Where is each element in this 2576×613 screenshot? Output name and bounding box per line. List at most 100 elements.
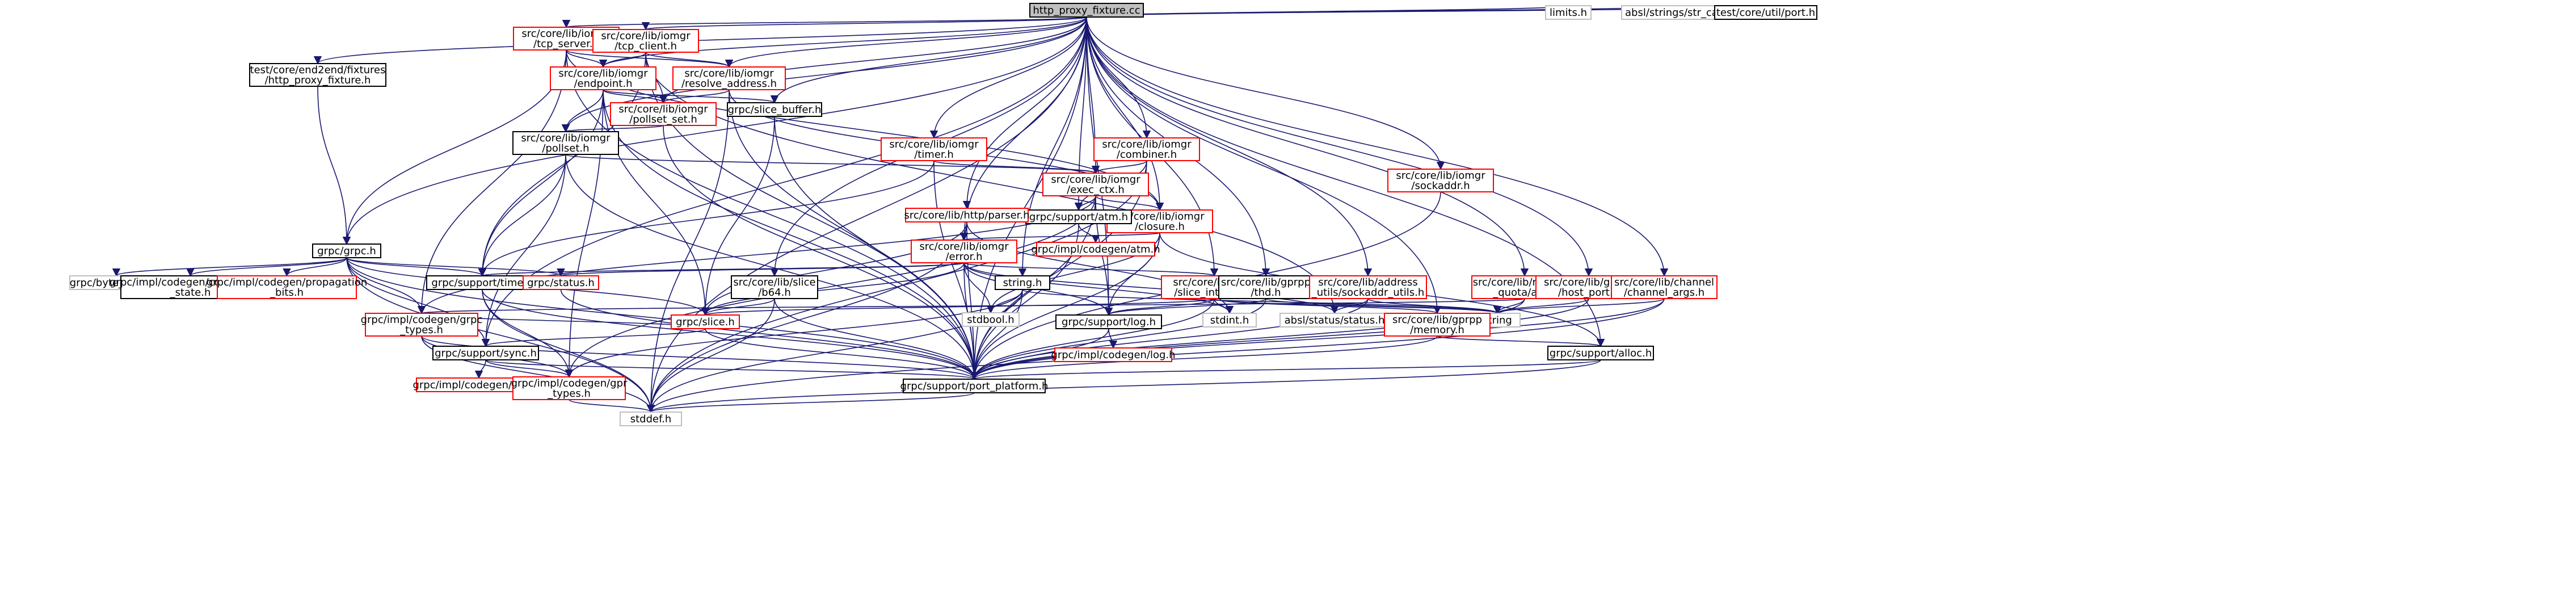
node-propagation-bits[interactable]: grpc/impl/codegen/propagation_bits.h [207, 275, 367, 299]
node-label-line: /http_proxy_fixture.h [265, 74, 371, 86]
node-label-line: /endpoint.h [574, 78, 632, 90]
node-atm[interactable]: grpc/support/atm.h [1025, 209, 1132, 224]
node-box [911, 240, 1017, 263]
node-string-h[interactable]: string.h [995, 275, 1050, 290]
node-box [727, 102, 822, 117]
node-alloc[interactable]: grpc/support/alloc.h [1547, 346, 1654, 360]
edge-root-to-slice_buffer [770, 16, 1087, 104]
edge-thd-to-string [1265, 298, 1501, 314]
node-slice-h[interactable]: grpc/slice.h [671, 314, 740, 329]
edge-slice_buffer-to-slice_h [701, 116, 775, 316]
node-timer[interactable]: src/core/lib/iomgr/timer.h [881, 137, 987, 161]
node-pollset-set[interactable]: src/core/lib/iomgr/pollset_set.h [610, 102, 717, 126]
node-thd[interactable]: src/core/lib/gprpp/thd.h [1218, 275, 1314, 299]
node-tcp-client[interactable]: src/core/lib/iomgr/tcp_client.h [592, 29, 699, 53]
node-sockaddr[interactable]: src/core/lib/iomgr/sockaddr.h [1387, 169, 1494, 192]
node-parser[interactable]: src/core/lib/http/parser.h [904, 208, 1030, 222]
node-label-line: /closure.h [1135, 221, 1185, 233]
node-grpc-h[interactable]: grpc/grpc.h [312, 243, 381, 258]
edge-endpoint-to-pollset [561, 89, 604, 133]
edge-b64-to-stddef [646, 298, 775, 413]
node-channel-args[interactable]: src/core/lib/channel/channel_args.h [1611, 275, 1718, 299]
node-endpoint[interactable]: src/core/lib/iomgr/endpoint.h [550, 66, 656, 90]
node-label-line: _types.h [547, 388, 591, 400]
node-port-h[interactable]: test/core/util/port.h [1714, 5, 1817, 20]
edge-alloc-to-stddef [647, 359, 1601, 413]
edge-exec_ctx-to-closure [1095, 195, 1164, 211]
node-label-line: /tcp_client.h [614, 40, 677, 52]
node-label-line: grpc/support/time.h [431, 277, 533, 289]
node-impl-log[interactable]: grpc/impl/codegen/log.h [1051, 347, 1176, 362]
node-box [881, 137, 987, 161]
edge-atm-to-impl_atm [1078, 223, 1100, 243]
node-box [1279, 313, 1390, 328]
node-limits[interactable]: limits.h [1545, 5, 1592, 20]
node-label-line: src/core/lib/iomgr [1115, 211, 1205, 222]
node-stdbool[interactable]: stdbool.h [962, 312, 1020, 327]
node-label-line: src/core/lib/channel [1614, 276, 1714, 288]
edge-root-to-tcp_server [563, 16, 1087, 28]
edge-closure-to-port_platform [970, 232, 1160, 380]
node-time-h[interactable]: grpc/support/time.h [426, 275, 538, 290]
edge-grpc_h-to-time_h [346, 257, 487, 277]
node-label-line: grpc/support/log.h [1062, 316, 1156, 328]
node-label-line: grpc/slice_buffer.h [728, 104, 822, 116]
node-label-line: src/core/lib/iomgr [684, 68, 774, 79]
node-box [1611, 275, 1718, 299]
node-box [610, 102, 717, 126]
node-port-platform[interactable]: grpc/support/port_platform.h [900, 379, 1049, 393]
node-label-line: src/core/lib/gprpp [1221, 276, 1311, 288]
node-label-line: /memory.h [1410, 324, 1464, 336]
edge-tcp_server-to-grpc_types [417, 49, 567, 314]
node-box [962, 312, 1020, 327]
node-tcp-server[interactable]: src/core/lib/iomgr/tcp_server.h [513, 27, 620, 51]
edge-slice_h-to-port_platform [705, 328, 979, 380]
node-label-line: /tcp_server.h [533, 38, 599, 50]
edge-sockaddr_utils-to-absl_status [1330, 298, 1369, 314]
node-log-h[interactable]: grpc/support/log.h [1055, 314, 1162, 329]
edge-channel_args-to-port_platform [970, 298, 1665, 380]
edge-pollset-to-sync_h [481, 154, 566, 347]
node-stdint[interactable]: stdint.h [1202, 313, 1257, 328]
node-label-line: grpc/grpc.h [317, 245, 376, 257]
node-box [426, 275, 538, 290]
node-box [592, 29, 699, 53]
node-grpc-types[interactable]: grpc/impl/codegen/grpc_types.h [361, 313, 483, 337]
node-resolve-address[interactable]: src/core/lib/iomgr/resolve_address.h [672, 66, 786, 90]
node-label-line: test/core/util/port.h [1716, 7, 1815, 19]
node-b64[interactable]: src/core/lib/slice/b64.h [731, 275, 818, 299]
node-exec-ctx[interactable]: src/core/lib/iomgr/exec_ctx.h [1042, 173, 1149, 196]
edge-grpc_h-to-status_h [346, 257, 565, 277]
edge-grpc_h-to-grpc_types [346, 257, 426, 314]
edge-resource_quota-to-grpc_types [418, 298, 1525, 314]
node-pollset[interactable]: src/core/lib/iomgr/pollset.h [512, 131, 619, 155]
edge-slice_buffer-to-port_platform [774, 116, 979, 380]
node-root[interactable]: http_proxy_fixture.cc [1029, 3, 1144, 18]
edge-resolve_address-to-stddef [646, 89, 730, 413]
node-gpr-types[interactable]: grpc/impl/codegen/gpr_types.h [511, 376, 628, 400]
edge-slice_h-to-sync_h [482, 328, 706, 347]
node-memory[interactable]: src/core/lib/gprpp/memory.h [1384, 313, 1491, 337]
node-label-line: grpc/support/port_platform.h [900, 380, 1049, 392]
node-label-line: string.h [1003, 277, 1042, 289]
node-sync-h[interactable]: grpc/support/sync.h [432, 346, 539, 360]
node-label-line: src/core/lib/slice [733, 276, 815, 288]
edge-root-to-sockaddr_utils [1086, 16, 1373, 277]
edge-tcp_client-to-endpoint [599, 52, 646, 68]
node-slice-buffer[interactable]: grpc/slice_buffer.h [727, 102, 822, 117]
node-sockaddr-utils[interactable]: src/core/lib/address_utils/sockaddr_util… [1309, 275, 1427, 299]
node-status-h[interactable]: grpc/status.h [523, 275, 599, 290]
node-impl-atm[interactable]: grpc/impl/codegen/atm.h [1031, 242, 1160, 257]
node-label-line: src/core/lib/iomgr [618, 103, 708, 115]
node-label-line: /exec_ctx.h [1067, 184, 1125, 196]
node-absl-status[interactable]: absl/status/status.h [1279, 313, 1390, 328]
node-combiner[interactable]: src/core/lib/iomgr/combiner.h [1093, 137, 1200, 161]
node-stddef[interactable]: stddef.h [620, 412, 682, 426]
node-label-line: _bits.h [270, 287, 304, 299]
node-fixtures[interactable]: test/core/end2end/fixtures/http_proxy_fi… [249, 63, 386, 87]
node-label-line: limits.h [1550, 7, 1587, 19]
edge-sync_h-to-impl_sync [474, 359, 486, 379]
node-label-line: /pollset_set.h [629, 114, 697, 125]
edge-error-to-slice_internal [963, 262, 1218, 277]
node-error[interactable]: src/core/lib/iomgr/error.h [911, 240, 1017, 263]
